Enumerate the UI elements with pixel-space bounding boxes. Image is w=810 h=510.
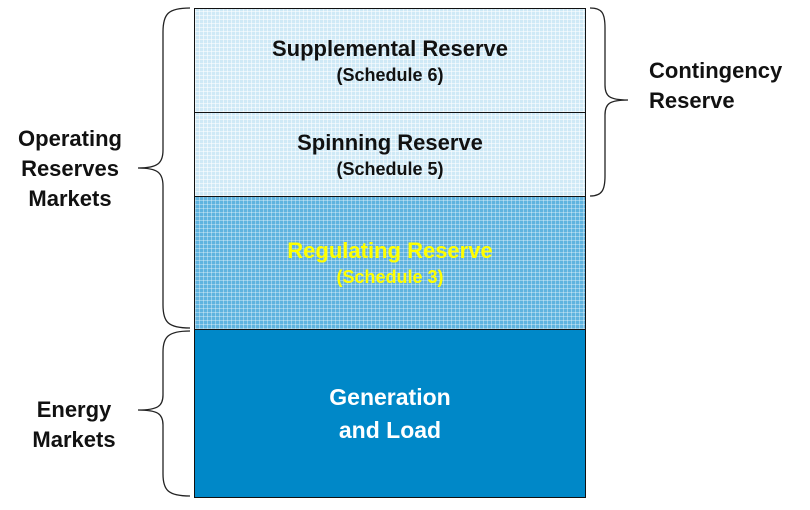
operating-label-line: Reserves xyxy=(21,156,119,181)
spinning-reserve-block: Spinning Reserve (Schedule 5) xyxy=(194,112,586,197)
contingency-reserve-label: Contingency Reserve xyxy=(649,56,782,116)
operating-label-line: Operating xyxy=(18,126,122,151)
generation-load-block: Generation and Load xyxy=(194,329,586,498)
spinning-reserve-title: Spinning Reserve xyxy=(297,129,483,155)
and-load-label: and Load xyxy=(338,416,442,443)
energy-markets-label: Energy Markets xyxy=(14,395,134,455)
contingency-reserve-brace xyxy=(589,7,629,197)
regulating-reserve-schedule: (Schedule 3) xyxy=(336,267,444,287)
energy-markets-brace xyxy=(137,330,191,497)
supplemental-reserve-schedule: (Schedule 6) xyxy=(336,64,444,85)
spinning-reserve-schedule: (Schedule 5) xyxy=(336,158,444,179)
operating-label-line: Markets xyxy=(28,186,112,211)
contingency-label-line: Reserve xyxy=(649,88,735,113)
operating-reserves-brace xyxy=(137,7,191,329)
generation-label: Generation xyxy=(329,383,451,410)
energy-label-line: Energy xyxy=(36,397,112,422)
supplemental-reserve-title: Supplemental Reserve xyxy=(272,35,508,61)
operating-reserves-markets-label: Operating Reserves Markets xyxy=(6,124,134,214)
energy-label-line: Markets xyxy=(32,427,116,452)
contingency-label-line: Contingency xyxy=(649,58,783,83)
regulating-reserve-block: Regulating Reserve (Schedule 3) xyxy=(194,196,586,330)
regulating-reserve-title: Regulating Reserve xyxy=(287,238,493,263)
supplemental-reserve-block: Supplemental Reserve (Schedule 6) xyxy=(194,8,586,113)
